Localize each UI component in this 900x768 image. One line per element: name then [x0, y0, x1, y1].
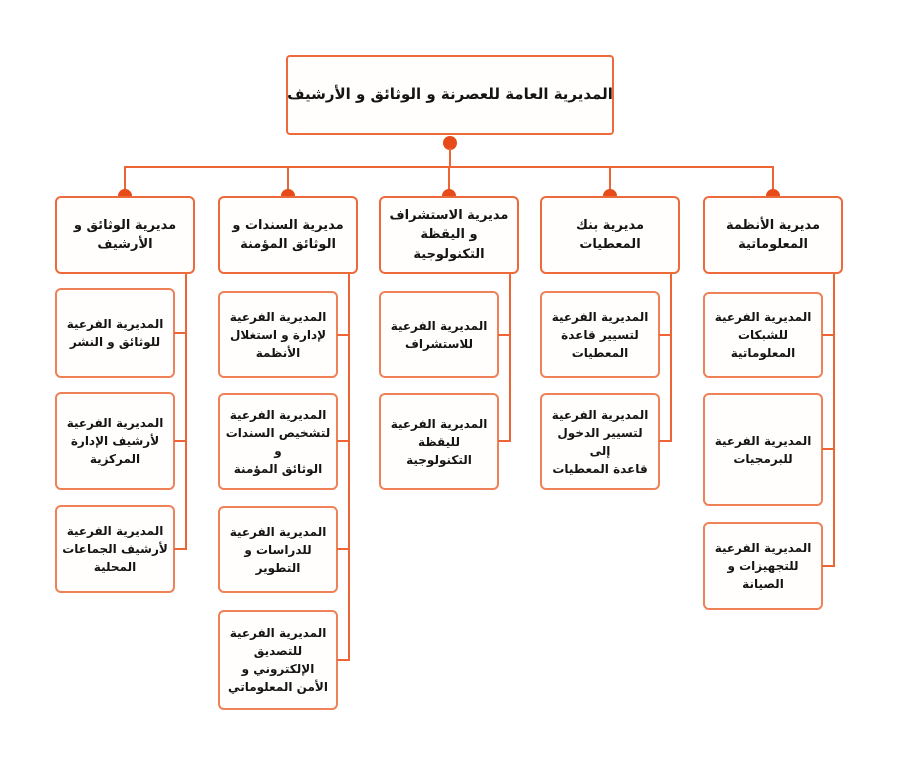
- branch-label: مديرية الأنظمة المعلوماتية: [725, 217, 821, 253]
- connector-line: [772, 166, 774, 192]
- branch-trunk-line: [509, 274, 511, 442]
- connector-elbow-line: [659, 440, 671, 442]
- branch-box-data-bank: مديرية بنك المعطيات: [540, 196, 680, 274]
- connector-elbow-line: [337, 659, 349, 661]
- connector-elbow-line: [822, 565, 834, 567]
- sub-box-document-personalization: المديرية الفرعية لتشخيص السندات و الوثائ…: [218, 393, 338, 490]
- connector-line: [449, 148, 451, 168]
- sub-box-label: المديرية الفرعية للوثائق و النشر: [66, 317, 164, 349]
- sub-box-label: المديرية الفرعية للبرمجيات: [714, 433, 812, 466]
- sub-box-it-networks: المديرية الفرعية للشبكات المعلوماتية: [703, 292, 823, 378]
- connector-elbow-line: [498, 334, 510, 336]
- sub-box-tech-watch: المديرية الفرعية لليقظة التكنولوجية: [379, 393, 499, 490]
- sub-box-label: المديرية الفرعية لأرشيف الإدارة المركزية: [66, 416, 164, 466]
- connector-elbow-line: [337, 440, 349, 442]
- sub-box-systems-admin: المديرية الفرعية لإدارة و استغلال الأنظم…: [218, 291, 338, 378]
- sub-box-label: المديرية الفرعية للشبكات المعلوماتية: [714, 310, 812, 360]
- sub-box-equipment-maintenance: المديرية الفرعية للتجهيزات و الصيانة: [703, 522, 823, 610]
- connector-line: [448, 166, 450, 192]
- sub-box-studies-development: المديرية الفرعية للدراسات و التطوير: [218, 506, 338, 593]
- branch-label: مديرية الاستشراف و اليقظة التكنولوجية: [389, 207, 509, 262]
- connector-elbow-line: [822, 448, 834, 450]
- connector-elbow-line: [337, 548, 349, 550]
- sub-box-label: المديرية الفرعية للاستشراف: [390, 318, 488, 351]
- branch-trunk-line: [833, 274, 835, 567]
- sub-box-label: المديرية الفرعية لإدارة و استغلال الأنظم…: [229, 309, 327, 360]
- sub-box-database-access: المديرية الفرعية لتسيير الدخول إلى قاعدة…: [540, 393, 660, 490]
- branch-label: مديرية السندات و الوثائق المؤمنة: [232, 217, 344, 253]
- branch-box-information-systems: مديرية الأنظمة المعلوماتية: [703, 196, 843, 274]
- branch-box-bonds-secured-documents: مديرية السندات و الوثائق المؤمنة: [218, 196, 358, 274]
- connector-elbow-line: [174, 440, 186, 442]
- sub-box-label: المديرية الفرعية لتسيير قاعدة المعطيات: [551, 309, 649, 360]
- connector-elbow-line: [174, 332, 186, 334]
- sub-box-foresight: المديرية الفرعية للاستشراف: [379, 291, 499, 378]
- connector-elbow-line: [659, 334, 671, 336]
- sub-box-local-communities-archive: المديرية الفرعية لأرشيف الجماعات المحلية: [55, 505, 175, 593]
- sub-box-label: المديرية الفرعية للدراسات و التطوير: [229, 524, 327, 575]
- sub-box-label: المديرية الفرعية للتجهيزات و الصيانة: [714, 541, 812, 591]
- branch-box-foresight-tech-watch: مديرية الاستشراف و اليقظة التكنولوجية: [379, 196, 519, 274]
- sub-box-central-admin-archive: المديرية الفرعية لأرشيف الإدارة المركزية: [55, 392, 175, 490]
- branch-trunk-line: [670, 274, 672, 442]
- connector-elbow-line: [174, 548, 186, 550]
- root-box-label: المديرية العامة للعصرنة و الوثائق و الأر…: [287, 85, 613, 104]
- connector-dot-root: [443, 136, 457, 150]
- connector-line: [287, 166, 289, 192]
- branch-label: مديرية الوثائق و الأرشيف: [73, 217, 177, 253]
- connector-elbow-line: [498, 440, 510, 442]
- connector-elbow-line: [822, 334, 834, 336]
- sub-box-label: المديرية الفرعية لتسيير الدخول إلى قاعدة…: [551, 407, 649, 476]
- connector-elbow-line: [337, 334, 349, 336]
- sub-box-software: المديرية الفرعية للبرمجيات: [703, 393, 823, 506]
- branch-box-documents-archives: مديرية الوثائق و الأرشيف: [55, 196, 195, 274]
- branch-trunk-line: [348, 274, 350, 661]
- sub-box-ecertification-security: المديرية الفرعية للتصديق الإلكتروني و ال…: [218, 610, 338, 710]
- sub-box-label: المديرية الفرعية لليقظة التكنولوجية: [390, 416, 488, 467]
- branch-trunk-line: [185, 274, 187, 550]
- root-box: المديرية العامة للعصرنة و الوثائق و الأر…: [286, 55, 614, 135]
- connector-line: [124, 166, 126, 192]
- sub-box-label: المديرية الفرعية لتشخيص السندات و الوثائ…: [225, 407, 331, 476]
- sub-box-label: المديرية الفرعية لأرشيف الجماعات المحلية: [62, 524, 168, 574]
- branch-label: مديرية بنك المعطيات: [575, 217, 645, 253]
- sub-box-database-management: المديرية الفرعية لتسيير قاعدة المعطيات: [540, 291, 660, 378]
- sub-box-documents-publishing: المديرية الفرعية للوثائق و النشر: [55, 288, 175, 378]
- connector-line: [609, 166, 611, 192]
- sub-box-label: المديرية الفرعية للتصديق الإلكتروني و ال…: [228, 626, 328, 694]
